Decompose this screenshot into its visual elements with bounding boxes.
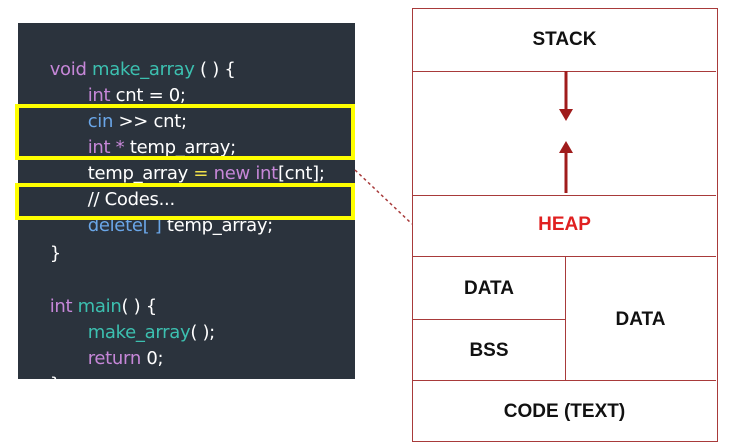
divider-code	[413, 380, 716, 381]
code-token: >> cnt;	[113, 111, 188, 132]
code-line-1: void make_array ( ) {	[28, 31, 236, 80]
divider-heap	[413, 256, 716, 257]
keyword-int: int	[249, 163, 278, 184]
keyword-void: void	[49, 59, 87, 80]
keyword-new: new	[213, 163, 251, 184]
code-token: ( ) {	[121, 296, 157, 317]
code-comment: // Codes...	[87, 189, 175, 210]
code-token: ( ) {	[194, 59, 236, 80]
code-token: [cnt];	[277, 163, 325, 184]
keyword-delete: delete[ ]	[87, 215, 162, 236]
code-line-5: temp_array = new int[cnt];	[66, 135, 325, 184]
code-line-3: cin >> cnt;	[66, 83, 187, 132]
code-line-8: }	[28, 215, 61, 264]
code-token: cnt = 0;	[110, 85, 186, 106]
keyword-int: int	[87, 137, 111, 158]
closing-brace: }	[49, 243, 61, 264]
bss-label: BSS	[469, 340, 509, 361]
function-name: main	[72, 296, 122, 317]
heap-label: HEAP	[538, 214, 591, 235]
code-token: 0;	[140, 348, 164, 369]
code-line-10: make_array( );	[66, 294, 216, 343]
highlight-allocation-box	[15, 104, 355, 160]
code-line-6: // Codes...	[66, 161, 175, 210]
keyword-int: int	[87, 85, 111, 106]
code-line-12: }	[28, 346, 61, 395]
code-line-11: return 0;	[66, 320, 164, 369]
code-token: temp_array;	[161, 215, 273, 236]
code-panel: void make_array ( ) { int cnt = 0; cin >…	[18, 23, 355, 395]
code-line-4: int * temp_array;	[66, 109, 236, 158]
code-line-7: delete[ ] temp_array;	[66, 187, 274, 236]
stack-growth-arrow	[559, 71, 573, 121]
function-name: make_array	[86, 59, 195, 80]
function-call: make_array	[87, 322, 191, 343]
heap-growth-arrow	[559, 141, 573, 193]
data-right-label: DATA	[615, 309, 666, 330]
highlight-delete-box	[15, 183, 355, 220]
keyword-return: return	[87, 348, 142, 369]
data-left-label: DATA	[464, 278, 514, 299]
code-token: temp_array;	[129, 137, 236, 158]
divider-vertical	[565, 256, 566, 380]
code-line-9: int main( ) {	[28, 268, 158, 317]
stack-label: STACK	[532, 29, 597, 50]
code-token: ( );	[190, 322, 215, 343]
pointer-operator: *	[110, 137, 130, 158]
divider-free	[413, 195, 716, 196]
keyword-int: int	[49, 296, 73, 317]
divider-data-bss	[413, 319, 566, 320]
code-line-2: int cnt = 0;	[66, 57, 186, 106]
assign-operator: =	[187, 163, 214, 184]
code-text-label: CODE (TEXT)	[503, 401, 626, 422]
code-token: temp_array	[87, 163, 189, 184]
closing-brace: }	[49, 374, 61, 395]
identifier-cin: cin	[87, 111, 114, 132]
memory-layout: STACK HEAP DATA BSS DATA CODE (TEXT)	[412, 8, 718, 442]
